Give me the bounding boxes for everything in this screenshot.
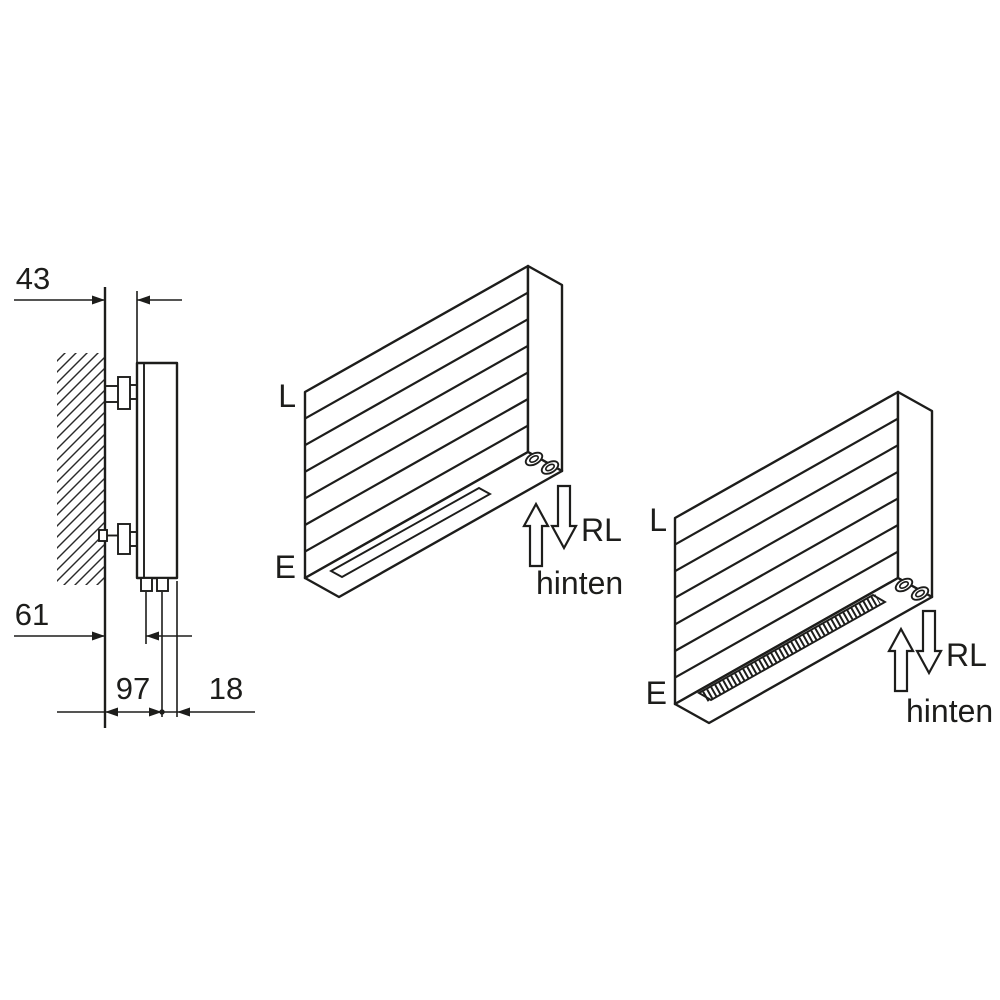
dim-value-97: 97: [116, 671, 150, 706]
dim-arrow-icon: [146, 631, 159, 641]
dimension-pipe-offsets: 97 18: [57, 671, 255, 717]
label-entry: E: [646, 675, 667, 711]
dim-node-dot: [159, 709, 165, 715]
flow-arrow-down-icon: [915, 609, 943, 676]
label-direction: hinten: [906, 693, 993, 729]
iso-unit-grille: L E RL hinten: [646, 390, 993, 729]
dim-arrow-icon: [177, 707, 190, 717]
label-return: RL: [581, 512, 622, 548]
dimension-wall-offset: 43: [14, 261, 182, 305]
dim-arrow-icon: [92, 631, 105, 641]
radiator-side-view: [135, 361, 179, 580]
label-supply: L: [278, 378, 296, 414]
label-supply: L: [649, 502, 667, 538]
pipe-connections: [894, 577, 930, 601]
pipe-stub-front: [156, 577, 169, 592]
dim-arrow-icon: [137, 295, 150, 305]
iso-unit-slot: L E RL hinten: [275, 264, 623, 601]
pipe-connections: [524, 451, 560, 475]
dim-value-18: 18: [209, 671, 243, 706]
flow-arrow-up-icon: [522, 501, 550, 568]
flow-arrow-down-icon: [550, 484, 578, 551]
bottom-grille: [697, 593, 887, 702]
dim-value-61: 61: [15, 597, 49, 632]
dim-arrow-icon: [149, 707, 162, 717]
flow-arrow-up-icon: [887, 626, 915, 693]
label-return: RL: [946, 637, 987, 673]
mounting-bracket-top: [105, 376, 137, 410]
wall-hatch: [57, 353, 105, 585]
iso-bottom-face: [673, 576, 934, 725]
dim-arrow-icon: [92, 295, 105, 305]
side-section-view: 43 61 97 18: [14, 261, 255, 728]
iso-end-face: [526, 264, 564, 473]
bottom-slot-opening: [329, 486, 492, 579]
iso-slat-lines: [304, 291, 529, 553]
iso-slat-lines: [674, 417, 899, 679]
mounting-bracket-bottom: [98, 523, 137, 555]
pipe-stub-rear: [140, 577, 153, 592]
label-entry: E: [275, 549, 296, 585]
dim-arrow-icon: [105, 707, 118, 717]
dim-value-43: 43: [16, 261, 50, 296]
dimension-lower-offset: 61: [14, 597, 192, 641]
iso-end-face: [896, 390, 934, 599]
label-direction: hinten: [536, 565, 623, 601]
